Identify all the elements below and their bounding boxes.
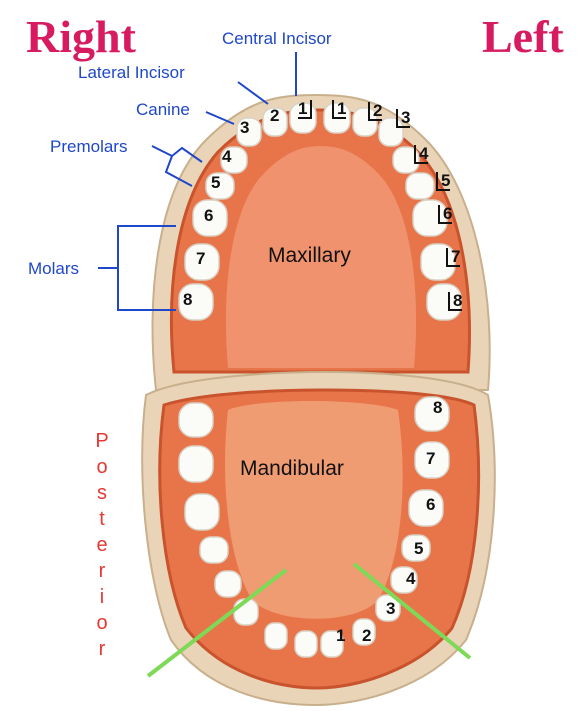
lower-tooth-1: 1 bbox=[336, 627, 345, 644]
upper-left-tooth-7: 7 bbox=[446, 248, 460, 267]
canine-leader bbox=[206, 112, 234, 124]
lower-right-tooth-shape bbox=[295, 631, 317, 657]
lower-right-tooth-shape bbox=[179, 403, 213, 437]
upper-right-tooth-8: 8 bbox=[183, 291, 192, 308]
right-side-label: Right bbox=[26, 14, 136, 60]
diagram-frame: Right Left Central Incisor Lateral Incis… bbox=[6, 0, 580, 711]
upper-left-tooth-5: 5 bbox=[436, 172, 450, 191]
posterior-label: P o s t e r i o r bbox=[92, 428, 112, 662]
canine-label: Canine bbox=[136, 101, 190, 118]
lateral-incisor-leader bbox=[238, 82, 268, 104]
left-side-label: Left bbox=[482, 14, 564, 60]
posterior-letter: o bbox=[96, 610, 107, 636]
upper-left-tooth-2: 2 bbox=[368, 102, 382, 121]
posterior-letter: o bbox=[96, 454, 107, 480]
lower-right-tooth-shape bbox=[179, 446, 213, 482]
molars-label: Molars bbox=[28, 260, 79, 277]
upper-left-tooth-3: 3 bbox=[396, 109, 410, 128]
upper-right-tooth-2: 2 bbox=[270, 107, 279, 124]
central-incisor-label: Central Incisor bbox=[222, 30, 332, 47]
lower-tooth-5: 5 bbox=[414, 540, 423, 557]
upper-right-tooth-4: 4 bbox=[222, 148, 231, 165]
upper-right-tooth-5: 5 bbox=[211, 174, 220, 191]
upper-right-tooth-1: 1 bbox=[298, 100, 312, 119]
posterior-letter: r bbox=[99, 558, 106, 584]
posterior-letter: e bbox=[96, 532, 107, 558]
maxillary-label: Maxillary bbox=[268, 245, 351, 266]
lower-tooth-7: 7 bbox=[426, 450, 435, 467]
upper-right-tooth-7: 7 bbox=[196, 250, 205, 267]
lower-tooth-8: 8 bbox=[433, 399, 442, 416]
lower-right-tooth-shape bbox=[265, 623, 287, 649]
posterior-letter: P bbox=[95, 428, 108, 454]
maxillary-arch-art bbox=[153, 95, 490, 390]
mandibular-label: Mandibular bbox=[240, 458, 344, 479]
lower-tooth-6: 6 bbox=[426, 496, 435, 513]
premolars-label: Premolars bbox=[50, 138, 127, 155]
lower-right-tooth-shape bbox=[215, 571, 241, 597]
posterior-letter: i bbox=[100, 584, 104, 610]
tongue bbox=[225, 401, 403, 619]
lower-left-tooth-shape bbox=[415, 397, 449, 431]
posterior-letter: r bbox=[99, 636, 106, 662]
lower-right-tooth-shape bbox=[185, 494, 219, 530]
upper-left-tooth-shape bbox=[406, 173, 434, 199]
upper-left-tooth-6: 6 bbox=[438, 205, 452, 224]
lower-tooth-4: 4 bbox=[406, 570, 415, 587]
lower-tooth-2: 2 bbox=[362, 627, 371, 644]
upper-right-tooth-6: 6 bbox=[204, 207, 213, 224]
lower-tooth-3: 3 bbox=[386, 600, 395, 617]
lateral-incisor-label: Lateral Incisor bbox=[78, 64, 185, 81]
upper-left-tooth-8: 8 bbox=[448, 292, 462, 311]
lower-right-tooth-shape bbox=[200, 537, 228, 563]
upper-left-tooth-4: 4 bbox=[414, 145, 428, 164]
posterior-letter: t bbox=[99, 506, 105, 532]
posterior-letter: s bbox=[97, 480, 107, 506]
upper-right-tooth-3: 3 bbox=[240, 119, 249, 136]
upper-left-tooth-1: 1 bbox=[332, 100, 346, 119]
